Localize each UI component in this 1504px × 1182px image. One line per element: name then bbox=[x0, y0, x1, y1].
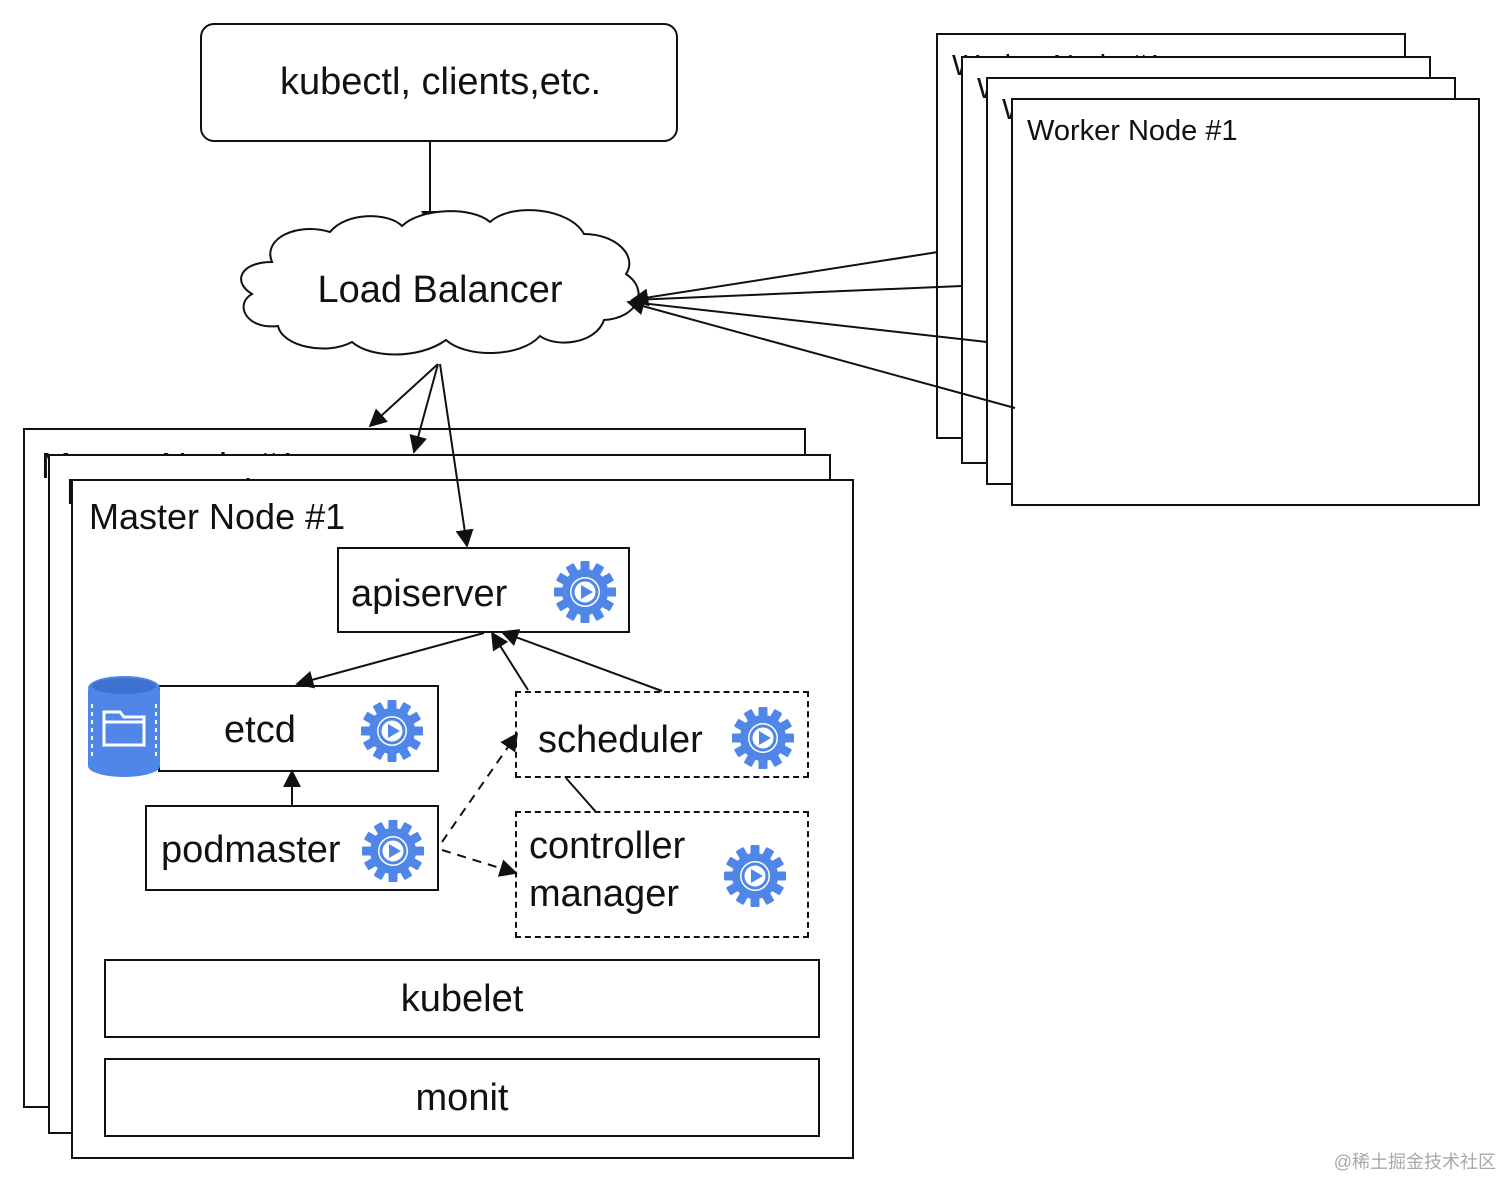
monit-box: monit bbox=[104, 1058, 820, 1137]
arrow-worker-1-to-lb bbox=[631, 301, 988, 343]
gear-play-icon-etcd bbox=[361, 700, 423, 762]
arrow-podmaster-to-scheduler bbox=[441, 732, 519, 843]
arrow-controller-to-apiserver bbox=[500, 629, 663, 692]
kubelet-box: kubelet bbox=[104, 959, 820, 1038]
arrow-podmaster-to-controller bbox=[441, 849, 518, 877]
controller-manager-label-line1: controller bbox=[529, 825, 686, 867]
controller-manager-label-line2: manager bbox=[529, 873, 679, 915]
link-scheduler-controller bbox=[565, 777, 597, 813]
podmaster-box: podmaster bbox=[145, 805, 439, 891]
gear-play-icon-apiserver bbox=[554, 561, 616, 623]
worker-node-title: Worker Node #1 bbox=[1027, 115, 1238, 147]
arrow-lb-to-master-back-2 bbox=[368, 363, 439, 428]
arrow-lb-to-master-back-1 bbox=[409, 363, 439, 454]
arrow-scheduler-to-apiserver bbox=[491, 631, 529, 691]
arrow-lb-to-apiserver bbox=[439, 363, 474, 548]
scheduler-label: scheduler bbox=[538, 719, 703, 761]
arrow-apiserver-to-etcd bbox=[295, 632, 485, 689]
monit-label: monit bbox=[415, 1076, 509, 1119]
load-balancer-label: Load Balancer bbox=[317, 269, 562, 311]
worker-node-card-front: Worker Node #1 bbox=[1011, 98, 1480, 506]
load-balancer-cloud bbox=[240, 209, 640, 356]
gear-play-icon-scheduler bbox=[732, 707, 794, 769]
gear-play-icon-podmaster bbox=[362, 820, 424, 882]
etcd-label: etcd bbox=[224, 709, 296, 751]
arrow-worker-2-to-lb bbox=[631, 285, 963, 301]
apiserver-label: apiserver bbox=[351, 573, 508, 615]
kubelet-label: kubelet bbox=[400, 977, 524, 1020]
arrow-worker-0-to-lb bbox=[626, 297, 1016, 409]
clients-box: kubectl, clients,etc. bbox=[200, 23, 678, 142]
arrow-worker-3-to-lb bbox=[630, 251, 939, 307]
gear-play-icon-controller-manager bbox=[724, 845, 786, 907]
watermark: @稀土掘金技术社区 bbox=[1333, 1152, 1496, 1172]
podmaster-label: podmaster bbox=[161, 829, 341, 871]
database-folder-icon bbox=[88, 676, 160, 777]
master-node-title: Master Node #1 bbox=[89, 496, 346, 537]
clients-label: kubectl, clients,etc. bbox=[280, 61, 602, 103]
